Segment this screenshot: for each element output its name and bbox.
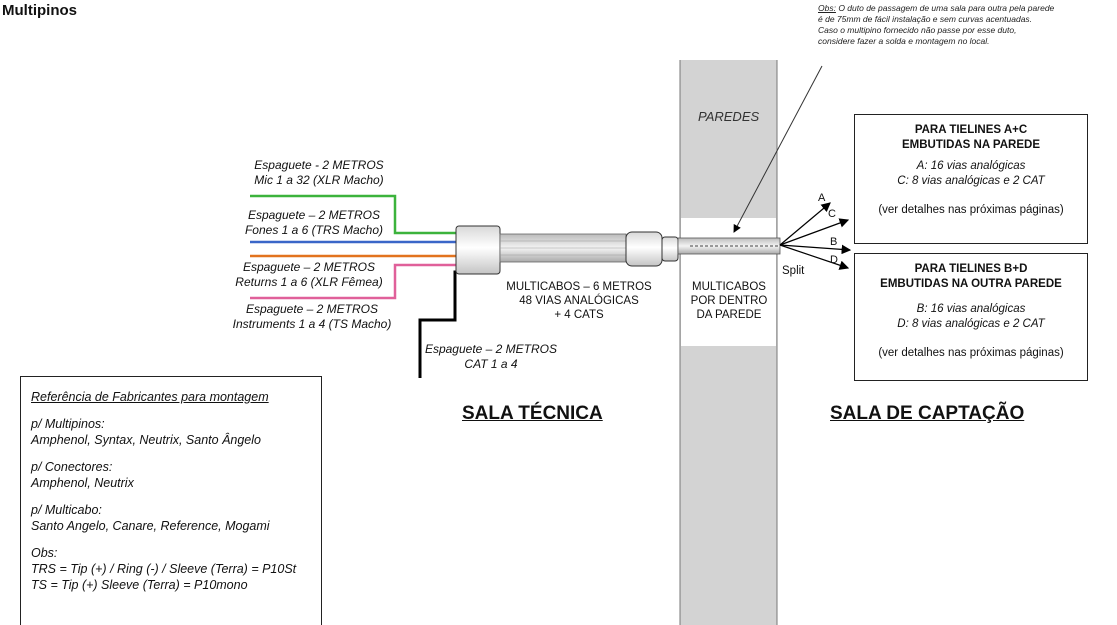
tieline-box-bd: PARA TIELINES B+D EMBUTIDAS NA OUTRA PAR… [854,253,1088,381]
reference-value: Santo Angelo, Canare, Reference, Mogami [31,519,270,533]
cable-label-mic: Espaguete - 2 METROS Mic 1 a 32 (XLR Mac… [234,158,404,188]
note-arrow [733,65,823,233]
box-note: (ver detalhes nas próximas páginas) [878,347,1064,359]
inwall-cable [677,237,781,255]
cable-label-line: Fones 1 a 6 (TRS Macho) [244,223,384,237]
letter-d: D [830,254,838,266]
cable-label-line: Espaguete – 2 METROS [247,208,381,222]
reference-heading: Referência de Fabricantes para montagem [31,390,269,404]
box-heading: EMBUTIDAS NA PAREDE [901,139,1040,151]
split-arrow-c [779,218,850,246]
reference-obs-line: TRS = Tip (+) / Ring (-) / Sleeve (Terra… [31,562,297,576]
box-note: (ver detalhes nas próximas páginas) [878,204,1064,216]
letter-a: A [818,192,826,204]
reference-value: Amphenol, Neutrix [31,476,134,490]
cable-label-line: Instruments 1 a 4 (TS Macho) [232,317,392,331]
split-arrow-d [779,244,850,270]
inwall-line: MULTICABOS [692,281,766,293]
multicabos-line: MULTICABOS – 6 METROS [506,281,652,293]
box-item: B: 16 vias analógicas [916,303,1026,315]
multicabos-label: MULTICABOS – 6 METROS 48 VIAS ANALÓGICAS… [494,280,664,322]
inwall-line: DA PAREDE [696,309,762,321]
reference-value: Amphenol, Syntax, Neutrix, Santo Ângelo [31,433,261,447]
cable-label-line: Espaguete - 2 METROS [254,158,384,172]
box-heading: PARA TIELINES A+C [914,124,1028,136]
right-connector [625,231,663,267]
inwall-line: POR DENTRO [690,295,768,307]
cable-green [250,194,456,235]
note-line: é de 75mm de fácil instalação e sem curv… [818,14,1033,24]
cable-label-line: Espaguete – 2 METROS [242,260,376,274]
reference-label: p/ Multicabo: [31,503,102,517]
cable-label-cat: Espaguete – 2 METROS CAT 1 a 4 [418,342,564,372]
cable-label-returns: Espaguete – 2 METROS Returns 1 a 6 (XLR … [214,260,404,290]
cable-label-line: Mic 1 a 32 (XLR Macho) [254,173,384,187]
reference-box: Referência de Fabricantes para montagem … [20,376,322,625]
reference-label: p/ Multipinos: [31,417,105,431]
wall-label: PAREDES [698,109,760,124]
split-arrow-a [779,202,831,246]
room-label-left: SALA TÉCNICA [462,403,603,424]
connector-cap [661,236,679,262]
note-heading: Obs: [818,3,836,13]
note-line: Caso o multipino fornecido não passe por… [818,25,1017,35]
cable-label-line: Espaguete – 2 METROS [245,302,379,316]
cable-label-line: CAT 1 a 4 [464,357,518,371]
duct-note: Obs: O duto de passagem de uma sala para… [818,3,1117,47]
split-label: Split [782,265,805,277]
letter-b: B [830,236,838,248]
multicabos-line: 48 VIAS ANALÓGICAS [519,295,639,307]
box-heading: EMBUTIDAS NA OUTRA PAREDE [880,278,1062,290]
cable-label-line: Returns 1 a 6 (XLR Fêmea) [235,275,383,289]
page-title: Multipinos [2,2,77,19]
left-connector [455,225,501,275]
cable-label-fones: Espaguete – 2 METROS Fones 1 a 6 (TRS Ma… [224,208,404,238]
note-line: O duto de passagem de uma sala para outr… [838,3,1055,13]
box-heading: PARA TIELINES B+D [914,263,1028,275]
tieline-box-ac: PARA TIELINES A+C EMBUTIDAS NA PAREDE A:… [854,114,1088,244]
box-item: A: 16 vias analógicas [916,160,1026,172]
cable-label-instruments: Espaguete – 2 METROS Instruments 1 a 4 (… [214,302,410,332]
cable-label-line: Espaguete – 2 METROS [424,342,558,356]
reference-label: p/ Conectores: [31,460,113,474]
letter-c: C [828,208,836,220]
box-item: C: 8 vias analógicas e 2 CAT [897,175,1045,187]
inwall-label: MULTICABOS POR DENTRO DA PAREDE [682,280,776,322]
split-arrow-b [779,244,852,255]
reference-obs-line: TS = Tip (+) Sleeve (Terra) = P10mono [31,578,248,592]
room-label-right: SALA DE CAPTAÇÃO [830,403,1025,424]
box-item: D: 8 vias analógicas e 2 CAT [897,318,1045,330]
multicabos-line: + 4 CATS [554,309,604,321]
reference-obs-label: Obs: [31,546,58,560]
note-line: considere fazer a solda e montagem no lo… [818,36,990,46]
cable-pink [250,263,456,300]
